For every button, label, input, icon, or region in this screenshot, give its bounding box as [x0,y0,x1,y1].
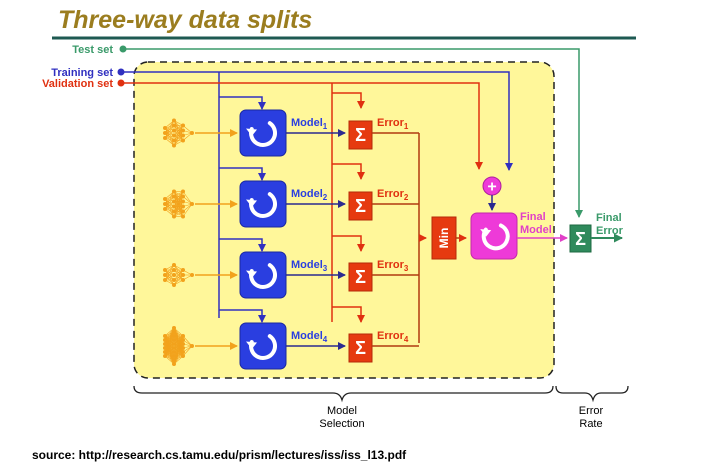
model-selection-label-line1: Model [327,405,357,417]
test-set-label: Test set [72,44,113,56]
final-model-box [470,212,518,260]
model-label: Model4 [291,330,328,344]
training-set-lines [117,68,513,323]
model-label: Model1 [291,117,328,131]
validation-set-lines [117,79,483,323]
error-rate-brace [555,385,629,403]
min-box [431,216,457,260]
error-label: Error3 [377,259,409,273]
final-model-refresh-icon [481,223,510,251]
sum-symbol: Σ [355,125,366,145]
sum-symbol: Σ [355,196,366,216]
error-rate-label-line1: Error [579,405,604,417]
sum-symbol: Σ [355,338,366,358]
final-error-label-line1: Final [596,212,622,224]
final-sum-symbol: Σ [575,229,586,249]
test-set-dot [119,45,127,53]
model-box [239,109,287,157]
neural-network-icon [163,118,194,148]
error-rate-label-line2: Rate [579,418,602,430]
error-label: Error4 [377,330,409,344]
model-label: Model3 [291,259,328,273]
neural-network-icon [163,326,194,366]
model-selection-label-line2: Selection [319,418,364,430]
training-set-dot [117,68,125,76]
plus-symbol: + [487,179,496,196]
final-model-label-line2: Model [520,224,552,236]
refresh-icon [249,263,278,289]
model-label: Model2 [291,188,328,202]
final-error-label-line2: Error [596,225,624,237]
min-label: Min [437,228,451,249]
validation-set-label: Validation set [42,78,113,90]
error-sum-box [348,262,373,292]
error-label: Error1 [377,117,409,131]
error-sum-box [348,120,373,150]
sum-symbol: Σ [355,267,366,287]
model-selection-panel [133,61,555,379]
error-label: Error2 [377,188,409,202]
training-set-label: Training set [51,67,113,79]
refresh-icon [249,192,278,218]
refresh-icon [249,121,278,147]
error-collector-lines [418,133,427,343]
error-sum-box [348,333,373,363]
neural-network-icon [163,189,194,219]
model-selection-brace [133,385,554,403]
validation-set-dot [117,79,125,87]
model-box [239,251,287,299]
neural-network-icon [163,263,194,287]
model-box [239,180,287,228]
source-citation: source: http://research.cs.tamu.edu/pris… [32,448,407,462]
slide-title: Three-way data splits [58,6,313,34]
error-sum-box [348,191,373,221]
test-set-line [119,45,583,218]
refresh-icon [249,334,278,360]
model-box [239,322,287,370]
final-model-label-line1: Final [520,211,546,223]
